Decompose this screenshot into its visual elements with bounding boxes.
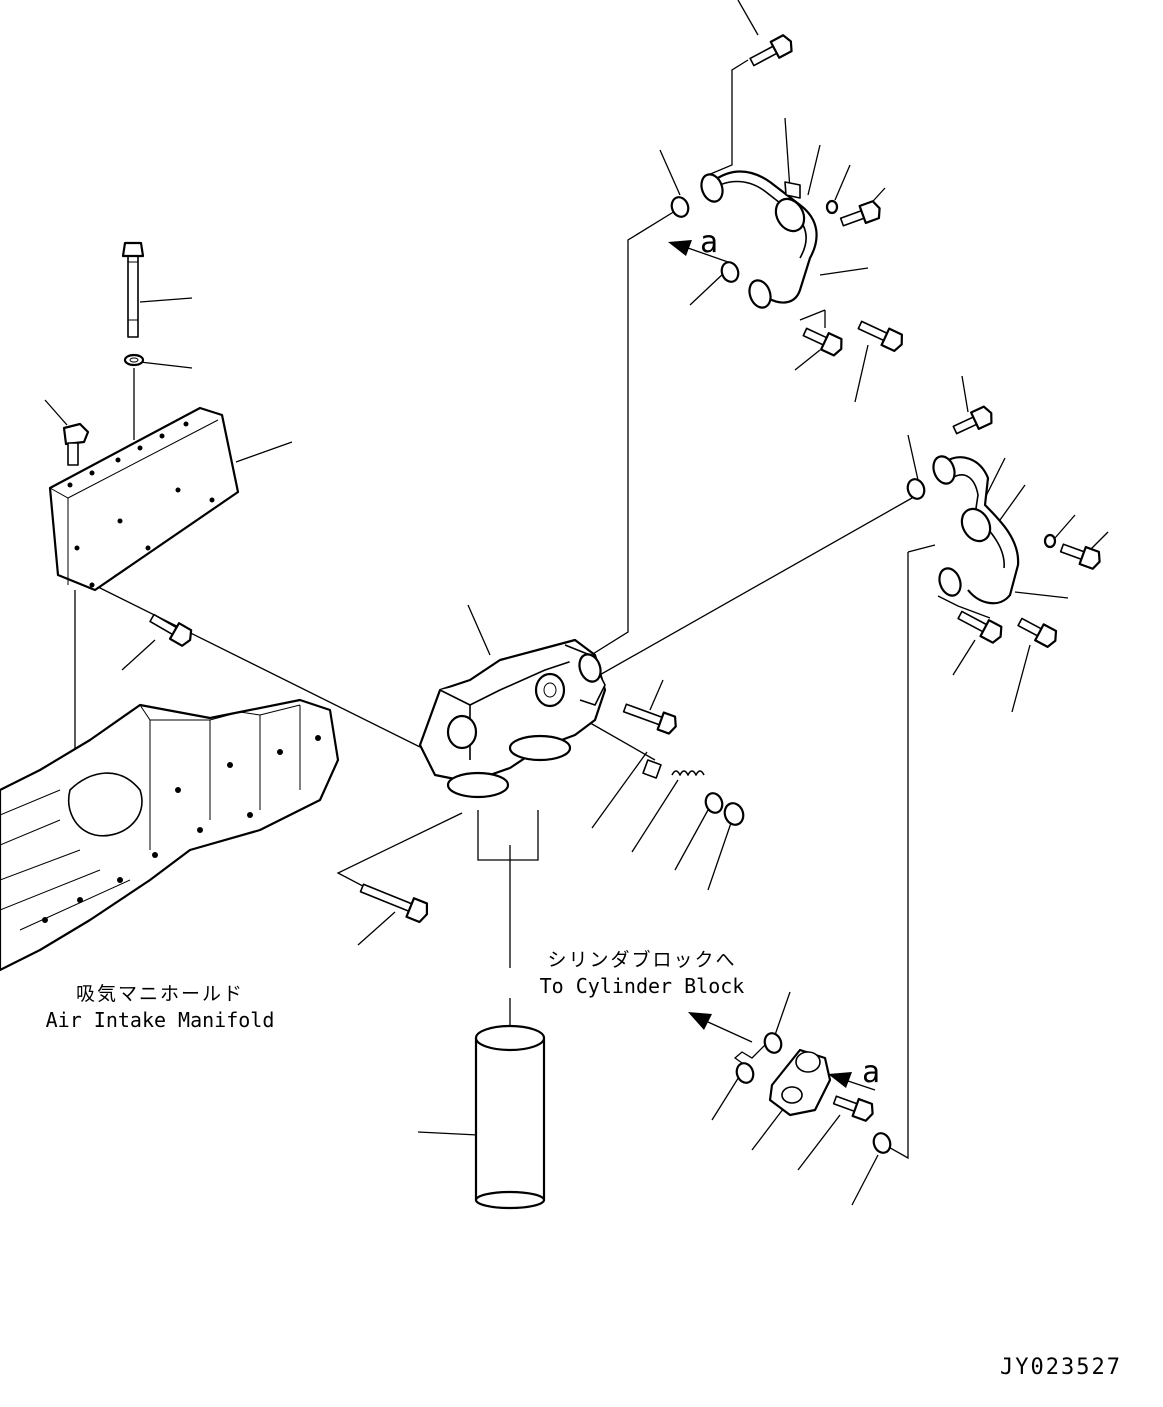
air-intake-label-jp: 吸気マニホールド [76,983,244,1005]
arrow-a-lower-label: a [862,1055,880,1090]
oil-filter-cartridge [474,1024,546,1210]
drawing-id: JY023527 [1000,1355,1122,1380]
lower-connector-bracket [768,1048,832,1117]
bolt-mid-pipe-top [952,405,993,435]
upper-oil-pipe [700,170,818,309]
long-bolt-top-left [121,241,145,338]
middle-oil-pipe [932,455,1020,605]
bolt-top-right [749,34,793,67]
bolt-filter-long [359,883,429,924]
arrow-a-upper-label: a [700,225,718,260]
arrow-a-upper: a [668,225,729,263]
air-intake-manifold [0,698,340,972]
air-intake-label-en: Air Intake Manifold [46,1008,275,1032]
cylinder-block-label-en: To Cylinder Block [540,974,745,998]
bolt-filter-head-right [622,703,677,735]
bolt-plate-left [62,422,90,466]
bolt-plate-bottom [149,613,193,647]
mounting-plate [48,406,240,592]
bolt-mid-pipe-3 [1017,617,1058,648]
bolt-mid-pipe-1 [1059,543,1101,570]
bolt-bracket-lower [832,1095,874,1122]
valve-spring-set [642,759,745,826]
bolt-mid-pipe-2 [957,610,1003,644]
arrow-to-cylinder-block [688,1012,753,1043]
cylinder-block-label-jp: シリンダブロックへ [547,948,736,971]
bolt-upper-pipe-1 [839,200,881,227]
leader-lines [44,0,1109,1206]
o-rings [670,196,1057,1154]
bolt-upper-pipe-2 [857,320,903,353]
bolt-upper-pipe-3 [802,327,843,357]
arrow-a-lower: a [828,1055,880,1091]
oil-filter-head [418,638,607,799]
washer-top-left [123,353,145,367]
